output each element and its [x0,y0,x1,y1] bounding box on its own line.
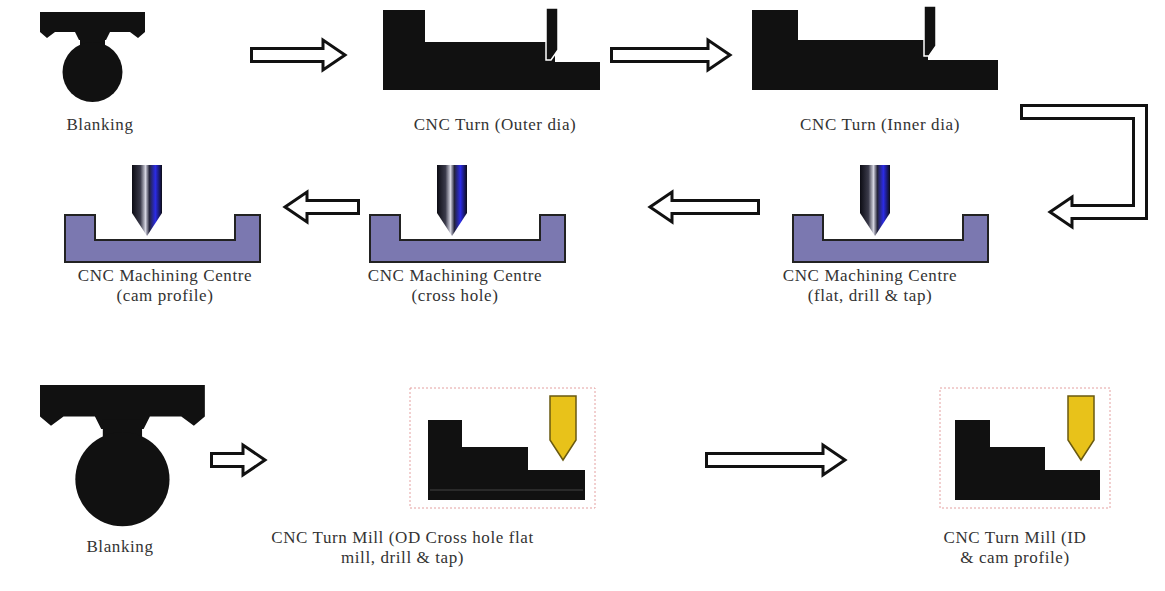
arrow-head [823,445,845,475]
flow-arrow [210,445,265,475]
flow-arrow [610,40,730,70]
flow-arrow [650,192,760,222]
step-caption: CNC Turn Mill (ID & cam profile) [935,528,1095,569]
flow-arrow [250,40,345,70]
process-step: CNC Turn (Outer dia) [345,5,610,139]
arrow-shaft-fill [304,202,357,212]
step-caption: CNC Machining Centre (cam profile) [75,266,255,307]
arrow-shaft-fill [669,202,757,212]
machining-centre-icon [65,165,260,262]
turned-part [752,10,998,90]
mill-tool [550,396,576,460]
step-caption: Blanking [40,115,160,135]
turned-part [383,10,600,90]
blanking-icon [40,385,205,526]
arrow-shaft-fill [708,455,826,465]
arrow-shaft-fill [1023,112,1140,212]
arrow-shaft-fill [253,50,326,60]
arrow-head [650,192,672,222]
step-caption: Blanking [60,537,180,557]
mill-tool [1068,396,1094,460]
arrow-head [708,40,730,70]
process-step: Blanking [35,375,210,561]
step-caption: CNC Machining Centre (flat, drill & tap) [765,266,975,307]
flow-arrow [285,192,360,222]
flow-arrow [705,445,845,475]
process-step: CNC Machining Centre (flat, drill & tap) [760,160,1050,311]
process-step: CNC Turn Mill (OD Cross hole flat mill, … [265,380,705,573]
process-step: CNC Machining Centre (cam profile) [55,160,285,311]
blanking-icon [40,385,205,526]
machine-frame [410,388,595,508]
turning-tool [546,8,558,60]
arrow-head [323,40,345,70]
part-edge [430,490,583,491]
arrow-head [243,445,265,475]
blanking-icon [40,12,145,102]
step-caption: CNC Turn (Inner dia) [780,115,980,135]
step-caption: CNC Machining Centre (cross hole) [365,266,545,307]
process-step: CNC Turn Mill (ID & cam profile) [845,380,1145,573]
machining-centre-icon [793,165,988,262]
machine-frame [940,388,1110,508]
arrow-head [285,192,307,222]
process-step: CNC Turn (Inner dia) [730,5,1020,139]
process-step: Blanking [35,5,250,139]
arrow-shaft-fill [213,455,246,465]
arrow-head [1050,197,1072,227]
step-caption: CNC Turn (Outer dia) [395,115,595,135]
machining-centre-icon [370,165,565,262]
turning-tool [924,6,936,56]
process-step: CNC Machining Centre (cross hole) [360,160,650,311]
step-caption: CNC Turn Mill (OD Cross hole flat mill, … [265,528,540,569]
flow-arrow [1020,112,1140,227]
arrow-shaft-fill [613,50,711,60]
arrow-shaft-outline [1020,112,1140,212]
